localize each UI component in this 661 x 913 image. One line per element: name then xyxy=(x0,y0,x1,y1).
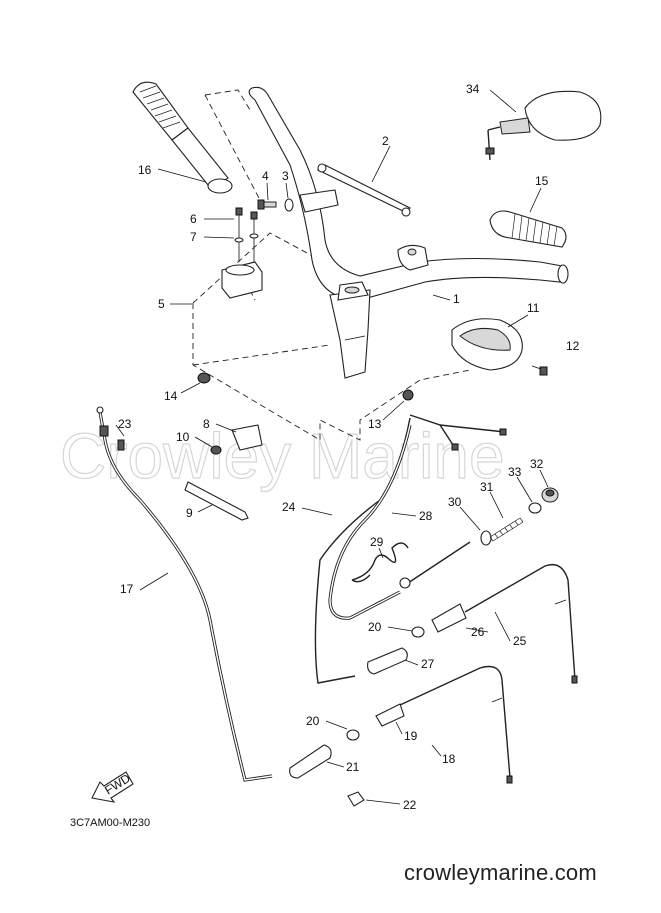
mirror-part-34[interactable] xyxy=(485,90,602,161)
fwd-arrow-icon: FWD xyxy=(91,771,134,803)
clamp-part-8[interactable] xyxy=(231,424,263,451)
callout-20b: 20 xyxy=(306,714,320,728)
callout-15: 15 xyxy=(535,174,549,188)
bolt-part-13[interactable] xyxy=(402,389,414,401)
cap-part-32[interactable] xyxy=(541,487,559,503)
callout-4: 4 xyxy=(262,169,269,183)
callout-28: 28 xyxy=(419,509,433,523)
spring-part-31[interactable] xyxy=(489,517,524,542)
leader-lines xyxy=(115,89,549,805)
tie-band-part-9[interactable] xyxy=(184,481,249,521)
callout-22: 22 xyxy=(403,798,417,812)
cable-part-18[interactable] xyxy=(399,665,513,784)
callout-13: 13 xyxy=(368,417,382,431)
screw-part-10[interactable] xyxy=(210,445,222,455)
callout-20a: 20 xyxy=(368,620,382,634)
callout-23: 23 xyxy=(118,417,132,431)
assembly-boundary xyxy=(192,89,471,441)
handlebar-brace-part-2[interactable] xyxy=(299,163,412,217)
clip-part-22[interactable] xyxy=(347,791,365,807)
collar-part-20a[interactable] xyxy=(411,626,425,638)
callout-1: 1 xyxy=(453,292,460,306)
bolt-part-6[interactable] xyxy=(235,207,258,262)
steering-column xyxy=(329,281,371,379)
screw-part-12[interactable] xyxy=(531,365,548,376)
callout-labels: 1 2 3 4 5 6 7 8 9 10 11 12 13 14 15 16 1… xyxy=(118,82,580,812)
cable-holder-part-26[interactable] xyxy=(431,603,467,633)
callout-19: 19 xyxy=(404,729,418,743)
bolt-part-4[interactable] xyxy=(257,199,277,210)
callout-32: 32 xyxy=(530,457,544,471)
collar-part-20b[interactable] xyxy=(346,729,360,741)
callout-3: 3 xyxy=(282,169,289,183)
boot-part-21[interactable] xyxy=(289,744,332,779)
nut-part-33[interactable] xyxy=(528,502,542,514)
collar-part-3[interactable] xyxy=(284,198,294,212)
handlebar-cover-part-11[interactable] xyxy=(451,318,523,371)
callout-2: 2 xyxy=(382,134,389,148)
callout-26: 26 xyxy=(471,625,485,639)
callout-21: 21 xyxy=(346,760,360,774)
callout-17: 17 xyxy=(120,582,134,596)
callout-12: 12 xyxy=(566,339,580,353)
washer-part-30[interactable] xyxy=(480,530,492,546)
cable-part-25[interactable] xyxy=(464,563,578,684)
throttle-grip-part-16[interactable] xyxy=(132,81,233,194)
callout-9: 9 xyxy=(186,506,193,520)
throttle-cable-part-17[interactable] xyxy=(96,406,273,782)
spring-part-29[interactable] xyxy=(351,542,409,583)
callout-25: 25 xyxy=(513,634,527,648)
nut-part-14[interactable] xyxy=(197,372,211,384)
callout-7: 7 xyxy=(190,230,197,244)
callout-33: 33 xyxy=(508,465,522,479)
callout-11: 11 xyxy=(527,301,540,315)
inner-rod xyxy=(399,541,471,589)
site-url-link[interactable]: crowleymarine.com xyxy=(404,860,597,885)
callout-30: 30 xyxy=(448,495,462,509)
callout-16: 16 xyxy=(138,163,152,177)
handlebar-holder-part-5[interactable] xyxy=(221,261,263,299)
screw-part-23[interactable] xyxy=(117,439,125,451)
boot-part-27[interactable] xyxy=(367,647,408,675)
callout-31: 31 xyxy=(480,480,494,494)
callout-8: 8 xyxy=(203,417,210,431)
callout-5: 5 xyxy=(158,297,165,311)
callout-29: 29 xyxy=(370,535,384,549)
callout-10: 10 xyxy=(176,430,190,444)
callout-14: 14 xyxy=(164,389,178,403)
watermark-text: Crowley Marine xyxy=(60,420,505,492)
callout-24: 24 xyxy=(282,500,296,514)
grip-part-15[interactable] xyxy=(489,210,567,248)
callout-6: 6 xyxy=(190,212,197,226)
cable-holder-part-19[interactable] xyxy=(375,703,405,727)
washer-part-7[interactable] xyxy=(234,233,259,243)
cable-part-28[interactable] xyxy=(328,414,507,620)
callout-27: 27 xyxy=(421,657,435,671)
callout-34: 34 xyxy=(466,82,480,96)
callout-18: 18 xyxy=(442,752,456,766)
diagram-code: 3C7AM00-M230 xyxy=(70,817,151,829)
